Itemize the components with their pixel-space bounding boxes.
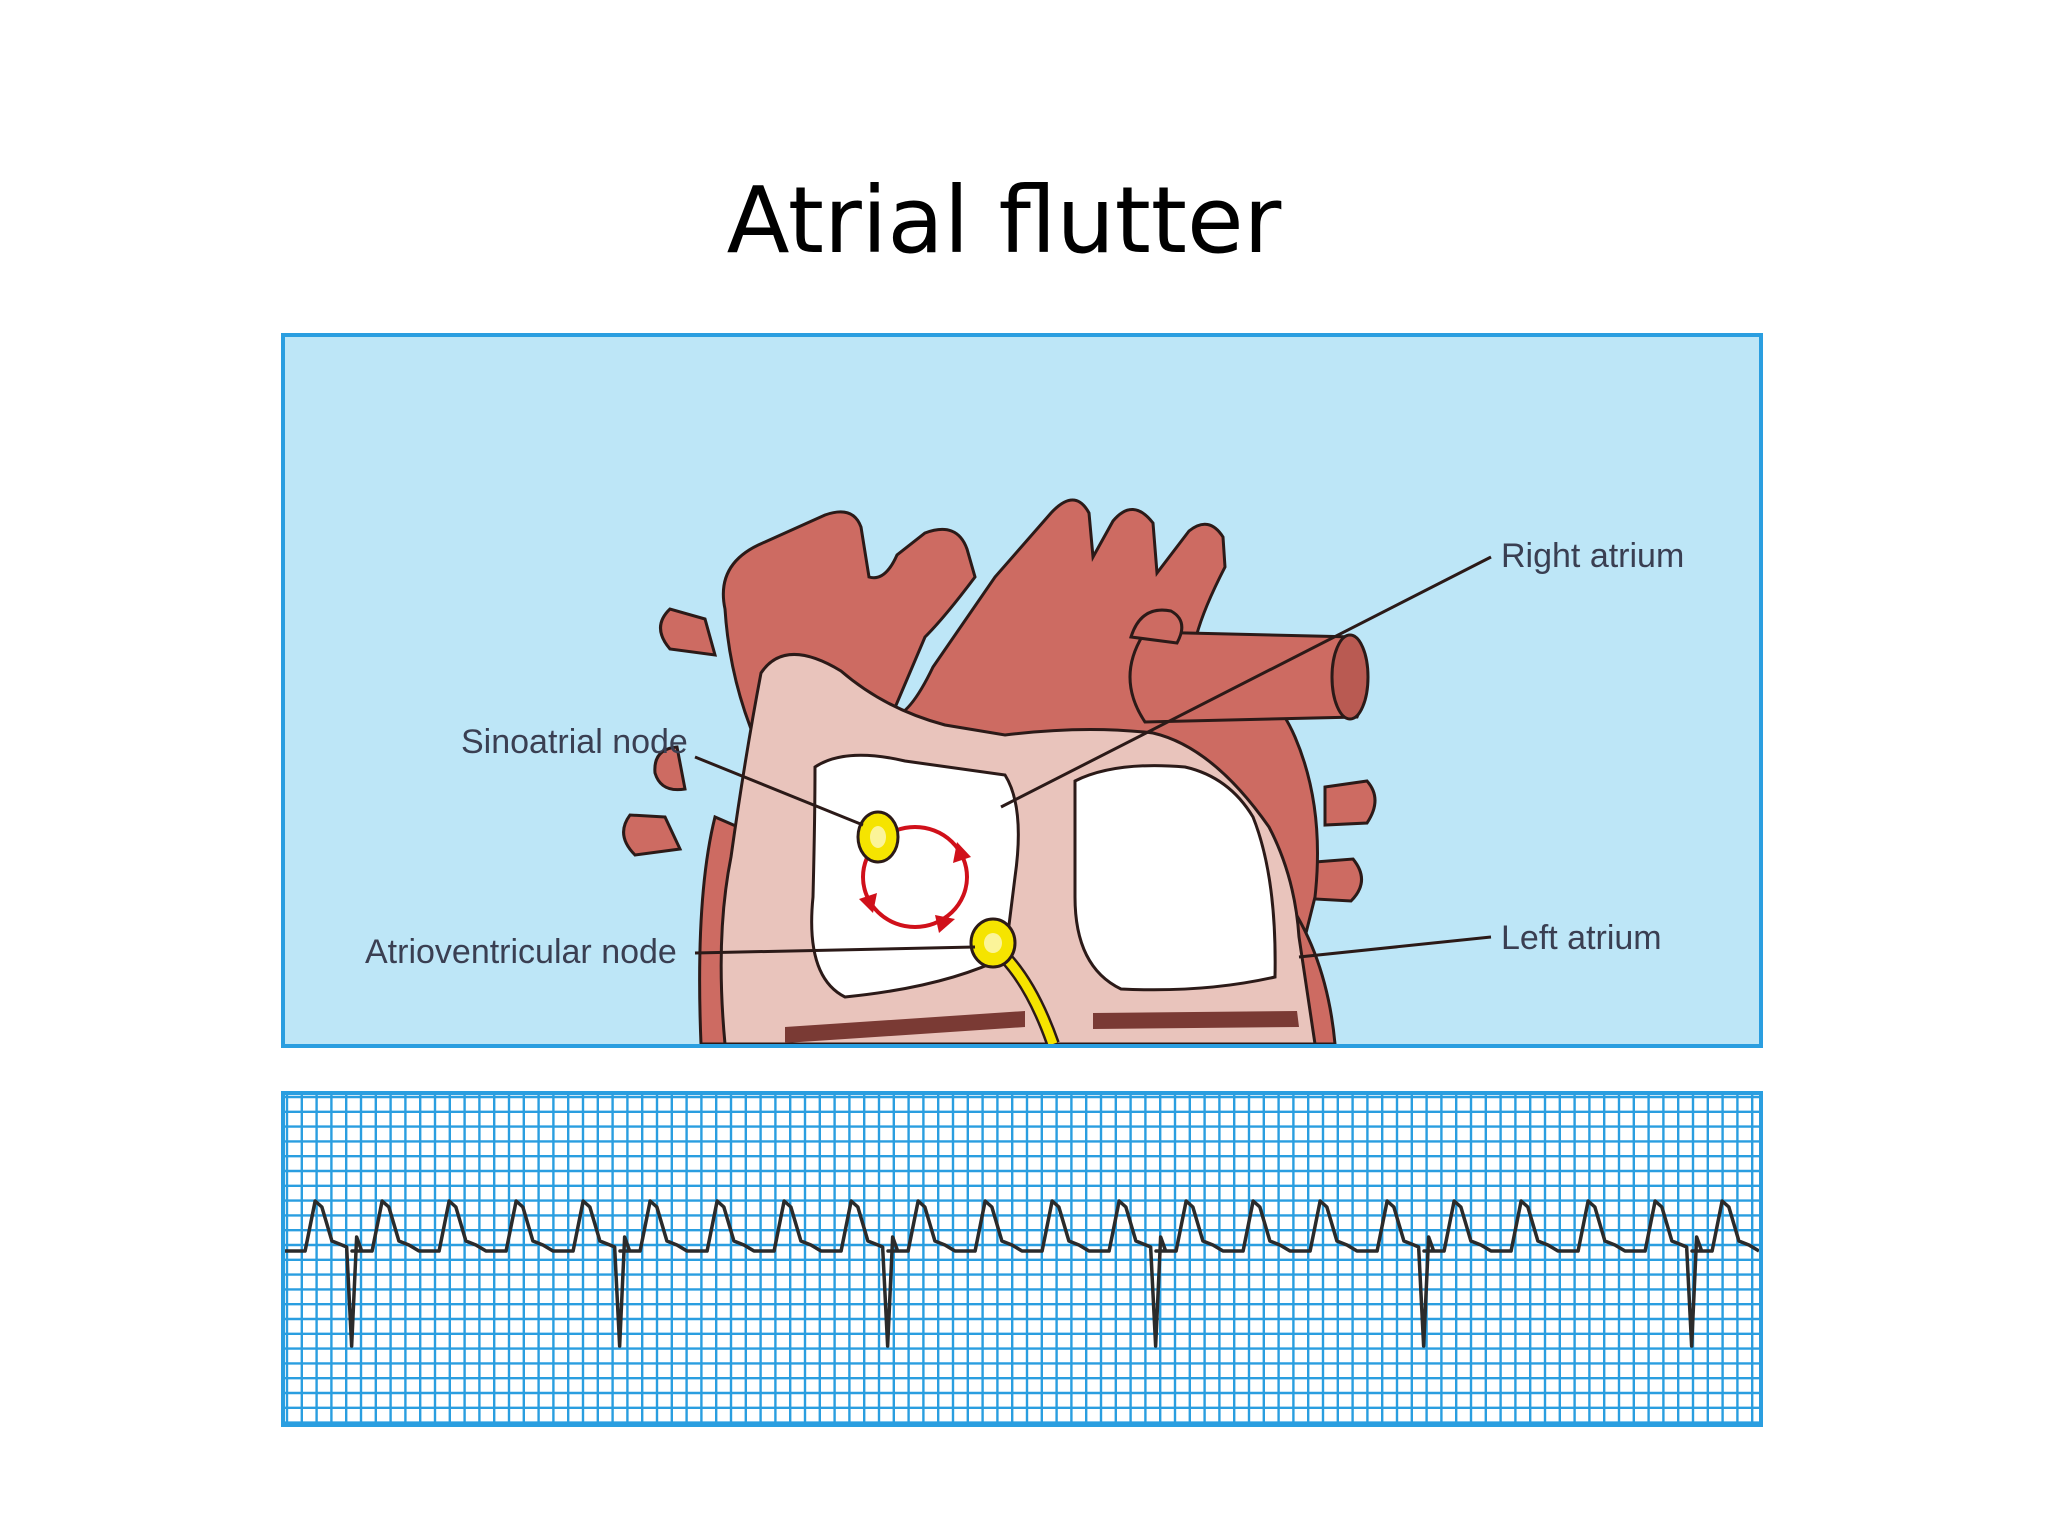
ecg-strip (281, 1091, 1763, 1427)
heart-illustration: Sinoatrial node Atrioventricular node Ri… (365, 498, 1684, 1044)
slide-title: Atrial flutter (726, 167, 1282, 274)
left-atrium-chamber (1073, 764, 1277, 992)
septum-band-right (1093, 1011, 1299, 1029)
flutter-circuit (859, 825, 971, 933)
right-atrium-chamber (810, 753, 1020, 999)
label-left-atrium: Left atrium (1501, 919, 1662, 957)
ecg-grid (281, 1091, 1763, 1427)
septum-band-left (785, 1011, 1025, 1043)
label-atrioventricular-node: Atrioventricular node (365, 933, 677, 971)
heart-diagram-panel: Sinoatrial node Atrioventricular node Ri… (281, 333, 1763, 1048)
leader-lines (694, 555, 1492, 959)
his-bundle (1001, 953, 1058, 1044)
ecg-strip-panel (281, 1091, 1763, 1427)
label-right-atrium: Right atrium (1501, 537, 1684, 575)
label-sinoatrial-node: Sinoatrial node (461, 723, 688, 761)
ecg-border (281, 1091, 1763, 1427)
ecg-trace (285, 1199, 1760, 1348)
